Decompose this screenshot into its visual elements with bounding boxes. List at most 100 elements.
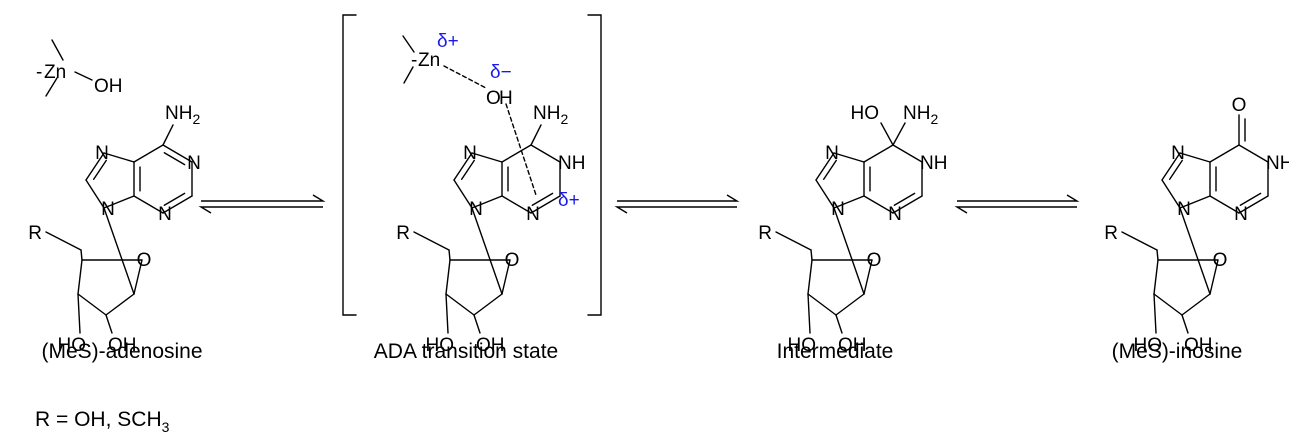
amino-label: NH2: [165, 103, 200, 127]
transition-state-brackets: [342, 14, 602, 316]
bond-c3s-c2s: [1153, 293, 1183, 316]
bond-c3s-oh: [77, 293, 81, 334]
hydroxy-2-label: OH: [1184, 335, 1213, 356]
bond-n9-c4: [833, 195, 865, 209]
bond-c4s-ch2: [810, 249, 813, 261]
n9-label: N: [101, 199, 115, 220]
n3-label: N: [158, 204, 172, 225]
ts-o-label: O: [486, 88, 501, 109]
r-label: R: [758, 223, 772, 244]
n7-label: N: [825, 143, 839, 164]
r-label: R: [28, 223, 42, 244]
bond-c3s-c2s: [445, 293, 475, 316]
hydroxy-2-label: OH: [108, 335, 137, 356]
zn-label: Zn: [44, 62, 66, 83]
hydroxy-3-label: HO: [788, 335, 817, 356]
bond-c6-n1-double: [163, 152, 186, 166]
bond-c2-n3-double: [163, 192, 186, 206]
ring-oxygen-label: O: [1213, 250, 1228, 271]
hydroxy-label: HO: [851, 103, 880, 124]
n9-label: N: [1177, 199, 1191, 220]
bond-c4s-ch2: [448, 249, 451, 261]
bond-c3s-c2s: [77, 293, 107, 316]
bond-c1-o4: [863, 259, 873, 295]
bond-c2-n3-double: [893, 192, 916, 206]
bond-c4s-c3s: [77, 259, 83, 295]
caption-inosine: (MeS)-inosine: [1112, 340, 1243, 363]
bond-n9-c1: [471, 207, 503, 295]
n7-label: N: [463, 143, 477, 164]
bond-n7-c8: [453, 152, 473, 181]
n3-label: N: [888, 204, 902, 225]
bond-c5-c6: [1209, 144, 1240, 163]
caption-adenosine: (MeS)-adenosine: [41, 340, 202, 363]
oh-delta-minus: δ−: [490, 62, 512, 83]
ring-oxygen-label: O: [867, 250, 882, 271]
bond-n3-c4: [133, 195, 164, 214]
bond-c8-n9: [85, 179, 105, 209]
bond-n7-c8-double: [1168, 159, 1183, 180]
bond-c6-nh2: [530, 124, 542, 146]
n7-label: N: [1171, 143, 1185, 164]
bond-c6-n1: [892, 144, 923, 163]
caption-transition-state: ADA transition state: [374, 340, 558, 363]
bond-c2s-oh: [835, 314, 843, 334]
hydroxy-2-label: OH: [838, 335, 867, 356]
bond-c3s-c2s: [807, 293, 837, 316]
bond-c2-n3: [530, 195, 561, 214]
bond-c4s-c3s: [1153, 259, 1159, 295]
bond-ch2-r: [1121, 231, 1158, 251]
bond-n7-c8-double: [460, 159, 475, 180]
bond-c2s-c1: [105, 293, 135, 316]
bond-c8-n9: [453, 179, 473, 209]
bond-c6-nh2: [162, 124, 174, 146]
inosine-structure: O N N N NH O R HO OH: [1104, 95, 1289, 356]
bond-c5-n7: [1179, 152, 1211, 163]
n7-label: N: [95, 143, 109, 164]
bond-ch2-r: [413, 231, 450, 251]
r-label: R: [396, 223, 410, 244]
bond-c2s-oh: [473, 314, 481, 334]
bond-c6-n1: [162, 144, 193, 163]
n1h-label: NH: [1266, 153, 1289, 174]
bond-c5-n7: [833, 152, 865, 163]
amino-label: NH2: [903, 103, 938, 127]
oh-label: OH: [94, 76, 123, 97]
r-label: R: [1104, 223, 1118, 244]
zn-delta-plus: δ+: [437, 31, 459, 52]
bond-n7-c8: [1161, 152, 1181, 181]
bond-n9-c1: [1179, 207, 1211, 295]
n3-label: N: [1234, 204, 1248, 225]
n1h-label: NH: [558, 153, 585, 174]
bond-c2-n3-double: [531, 192, 554, 206]
ring-oxygen-label: O: [505, 250, 520, 271]
bond-n9-c4: [103, 195, 135, 209]
bond-c6-n1: [1238, 144, 1269, 163]
ring-oxygen-label: O: [137, 250, 152, 271]
bond-c5-c6: [133, 144, 164, 163]
bond-c2-n3-double: [1239, 192, 1262, 206]
bond-c5-n7: [471, 152, 503, 163]
bond-c4s-ch2: [80, 249, 83, 261]
bond-c2-n3: [1238, 195, 1269, 214]
n9-label: N: [831, 199, 845, 220]
bond-c2s-oh: [105, 314, 113, 334]
bond-n7-c8-double: [822, 159, 837, 180]
bond-n3-c4: [1209, 195, 1240, 214]
ts-zinc-hydroxide: - Zn O H δ+ δ− δ+: [402, 31, 580, 211]
bond-n3-c4: [863, 195, 894, 214]
bond-c1-o4: [501, 259, 511, 295]
bond-c4s-c3s: [445, 259, 451, 295]
bond-n9-c4: [471, 195, 503, 209]
equilibrium-arrow-1: [198, 194, 326, 214]
bond-c6-n1: [530, 144, 561, 163]
oxo-label: O: [1232, 95, 1247, 116]
hydroxy-3-label: HO: [1134, 335, 1163, 356]
bond-c2-n3: [892, 195, 923, 214]
ts-zn-minus: -: [411, 50, 417, 71]
bond-c4s-ch2: [1156, 249, 1159, 261]
caption-intermediate: Intermediate: [777, 340, 894, 363]
zn-minus: -: [36, 62, 42, 83]
ts-zn-label: Zn: [418, 50, 440, 71]
